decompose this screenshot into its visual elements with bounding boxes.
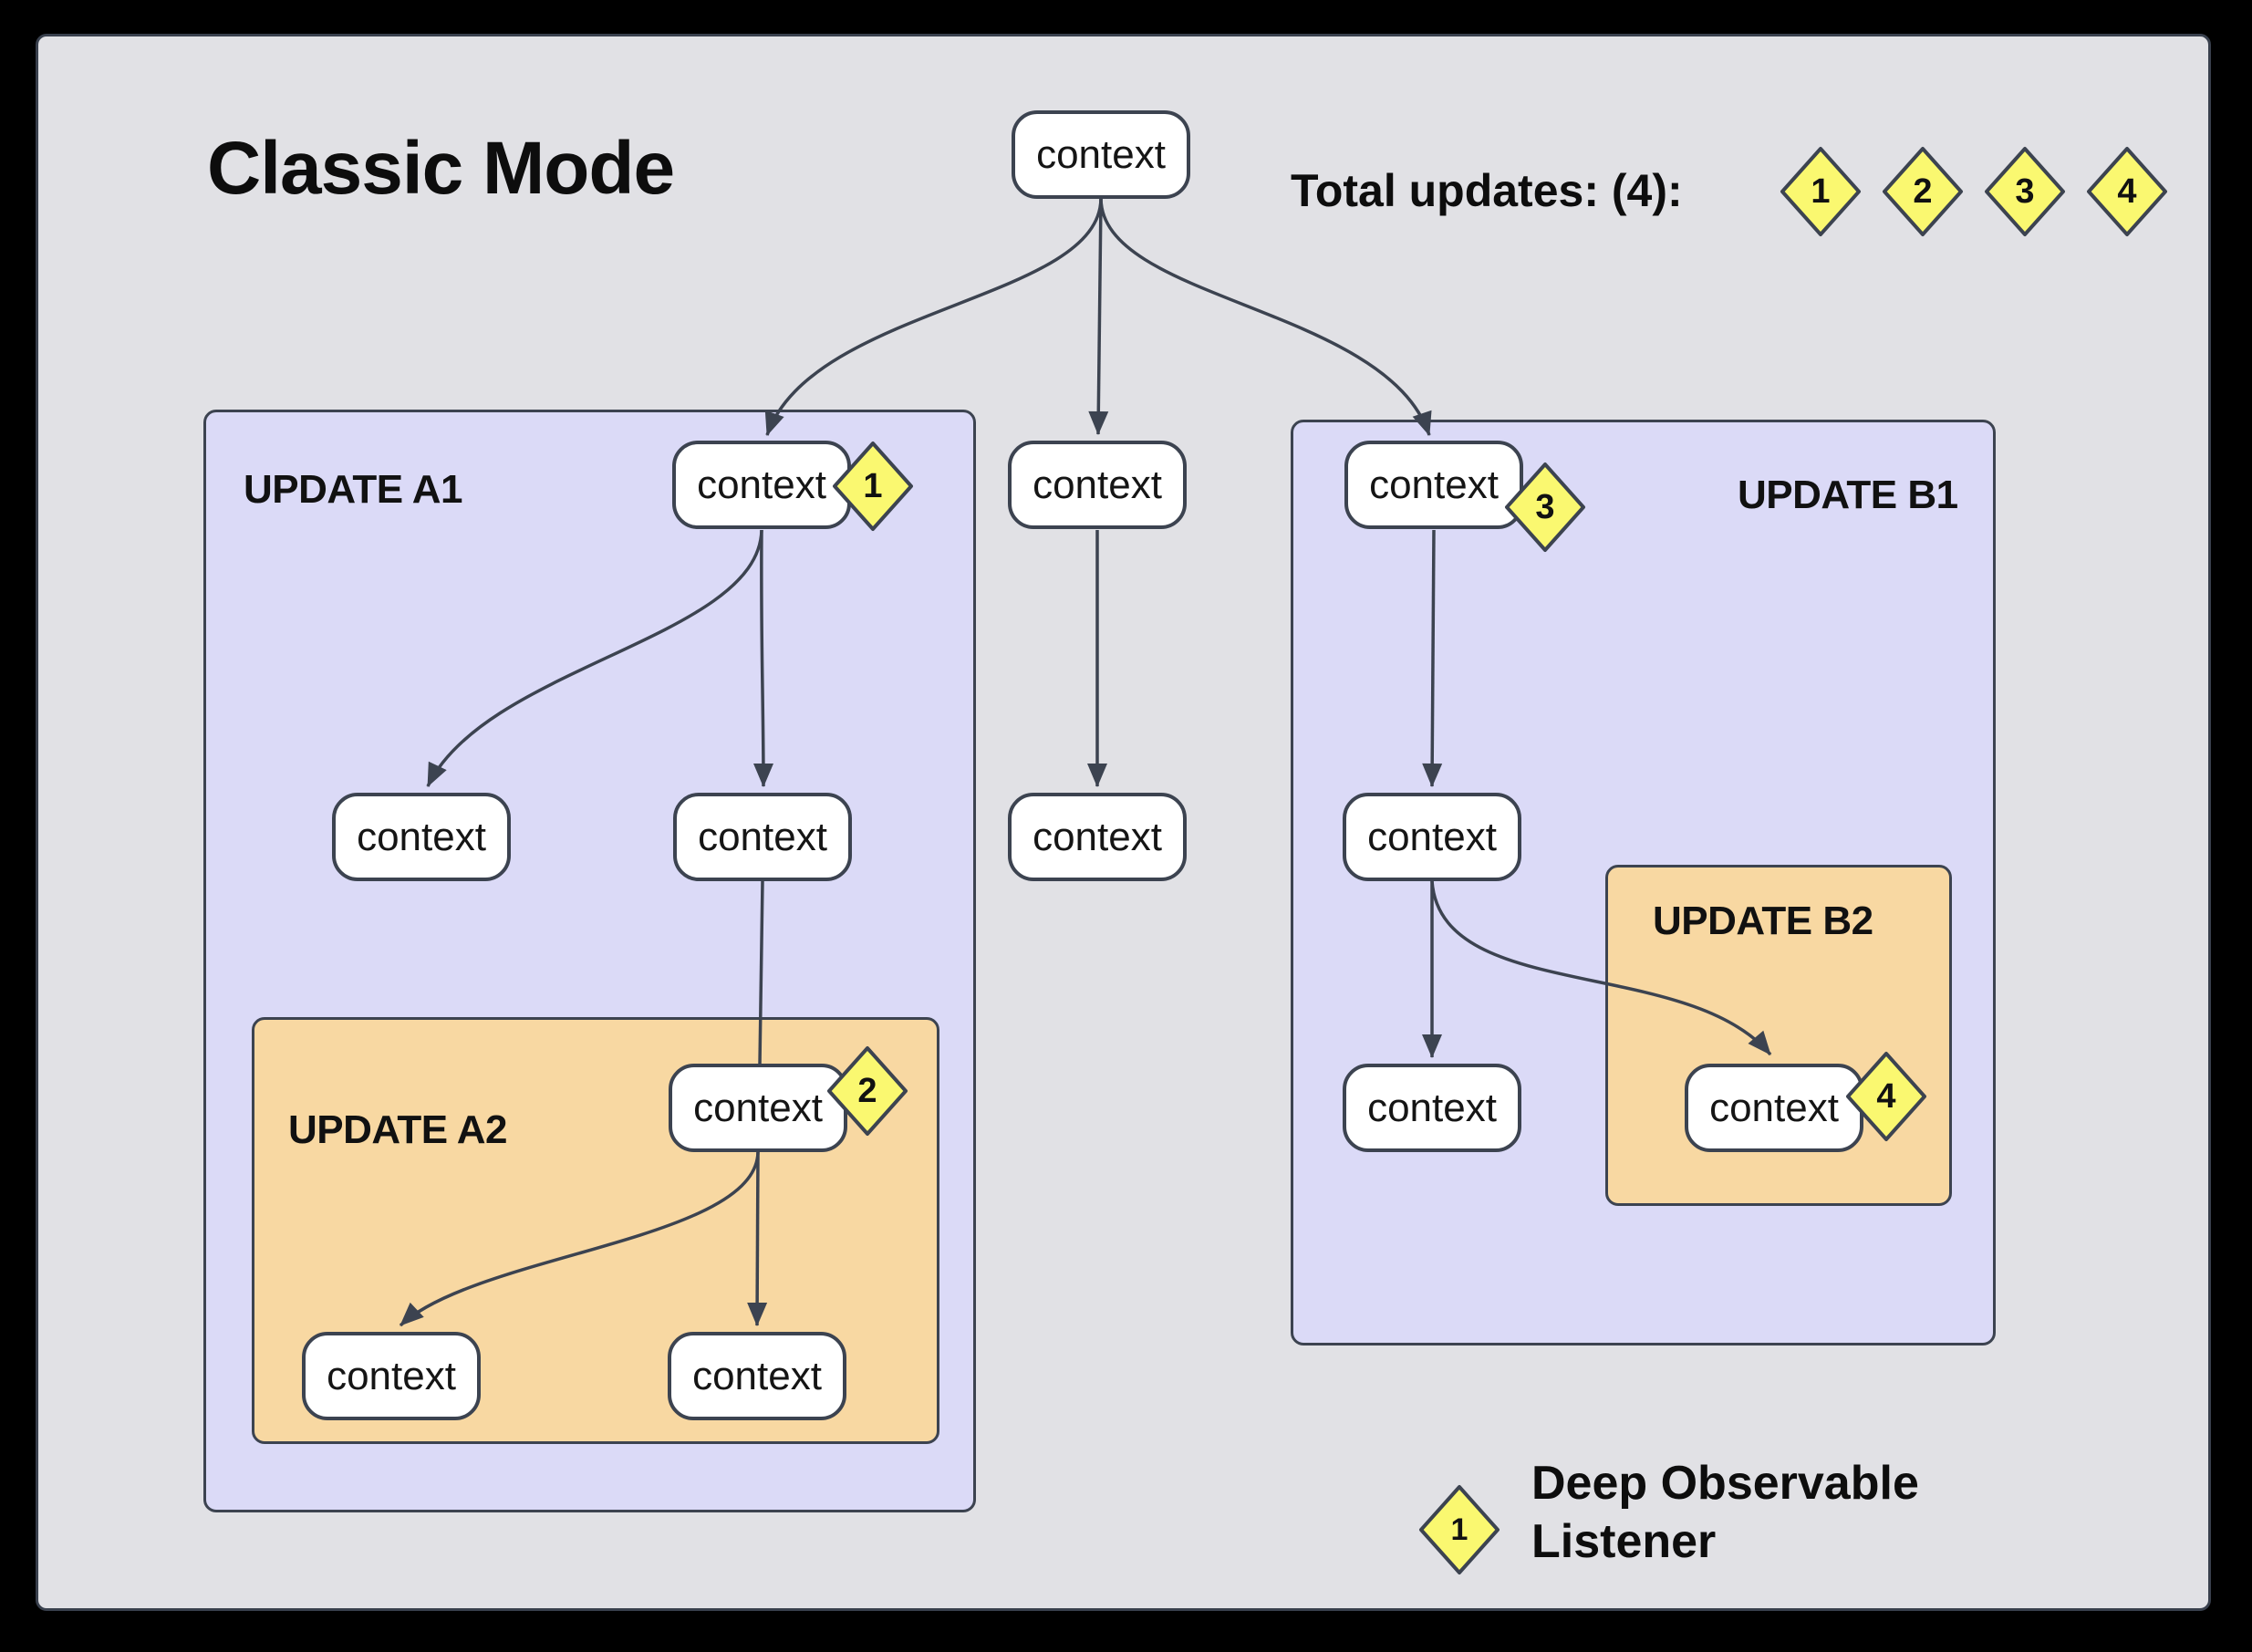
total-updates-label: Total updates: (4):	[1291, 165, 1683, 216]
diamond-icon	[1780, 147, 1861, 236]
legend-label-line1: Deep Observable	[1531, 1457, 1919, 1510]
header-badge-1: 1	[1780, 146, 1862, 237]
node-b1-top: context	[1344, 441, 1523, 529]
badge-number: 3	[2015, 171, 2035, 211]
diamond-icon	[1505, 462, 1585, 552]
diamond-icon	[827, 1046, 908, 1136]
update-badge-2: 2	[826, 1045, 908, 1137]
badge-number: 4	[1876, 1076, 1896, 1116]
header-badge-2: 2	[1882, 146, 1964, 237]
node-a2-right: context	[668, 1332, 846, 1420]
diamond-icon	[1985, 147, 2065, 236]
update-badge-3: 3	[1504, 462, 1586, 553]
diamond-icon	[2087, 147, 2167, 236]
legend-label-line2: Listener	[1531, 1515, 1717, 1568]
node-mid-bottom: context	[1008, 793, 1187, 881]
diamond-icon	[1883, 147, 1963, 236]
badge-number: 2	[1913, 171, 1933, 211]
header-badge-3: 3	[1984, 146, 2066, 237]
update-badge-4: 4	[1845, 1051, 1927, 1142]
region-label-b1: UPDATE B1	[1738, 473, 1958, 517]
region-label-a1: UPDATE A1	[244, 467, 462, 512]
diamond-icon	[1846, 1052, 1926, 1141]
node-a1-left: context	[332, 793, 511, 881]
page-title: Classic Mode	[207, 127, 675, 210]
node-a1-right: context	[673, 793, 852, 881]
node-b2: context	[1685, 1064, 1863, 1152]
region-label-b2: UPDATE B2	[1653, 899, 1873, 943]
node-a2-left: context	[302, 1332, 481, 1420]
region-label-a2: UPDATE A2	[288, 1107, 507, 1152]
badge-number: 2	[857, 1071, 877, 1110]
badge-number: 1	[1450, 1512, 1468, 1547]
node-b1-mid: context	[1343, 793, 1521, 881]
node-root: context	[1012, 110, 1190, 199]
legend-label: Deep Observable Listener	[1531, 1454, 1919, 1571]
badge-number: 3	[1535, 487, 1555, 526]
badge-number: 1	[863, 466, 883, 505]
node-a1-top: context	[672, 441, 851, 529]
update-badge-1: 1	[832, 441, 914, 532]
badge-number: 4	[2117, 171, 2137, 211]
node-mid-top: context	[1008, 441, 1187, 529]
badge-number: 1	[1811, 171, 1831, 211]
node-a2-top: context	[669, 1064, 847, 1152]
diamond-icon	[1419, 1485, 1500, 1574]
header-badge-4: 4	[2086, 146, 2168, 237]
diamond-icon	[833, 442, 913, 531]
legend-badge: 1	[1418, 1484, 1500, 1575]
node-b1-bottom: context	[1343, 1064, 1521, 1152]
